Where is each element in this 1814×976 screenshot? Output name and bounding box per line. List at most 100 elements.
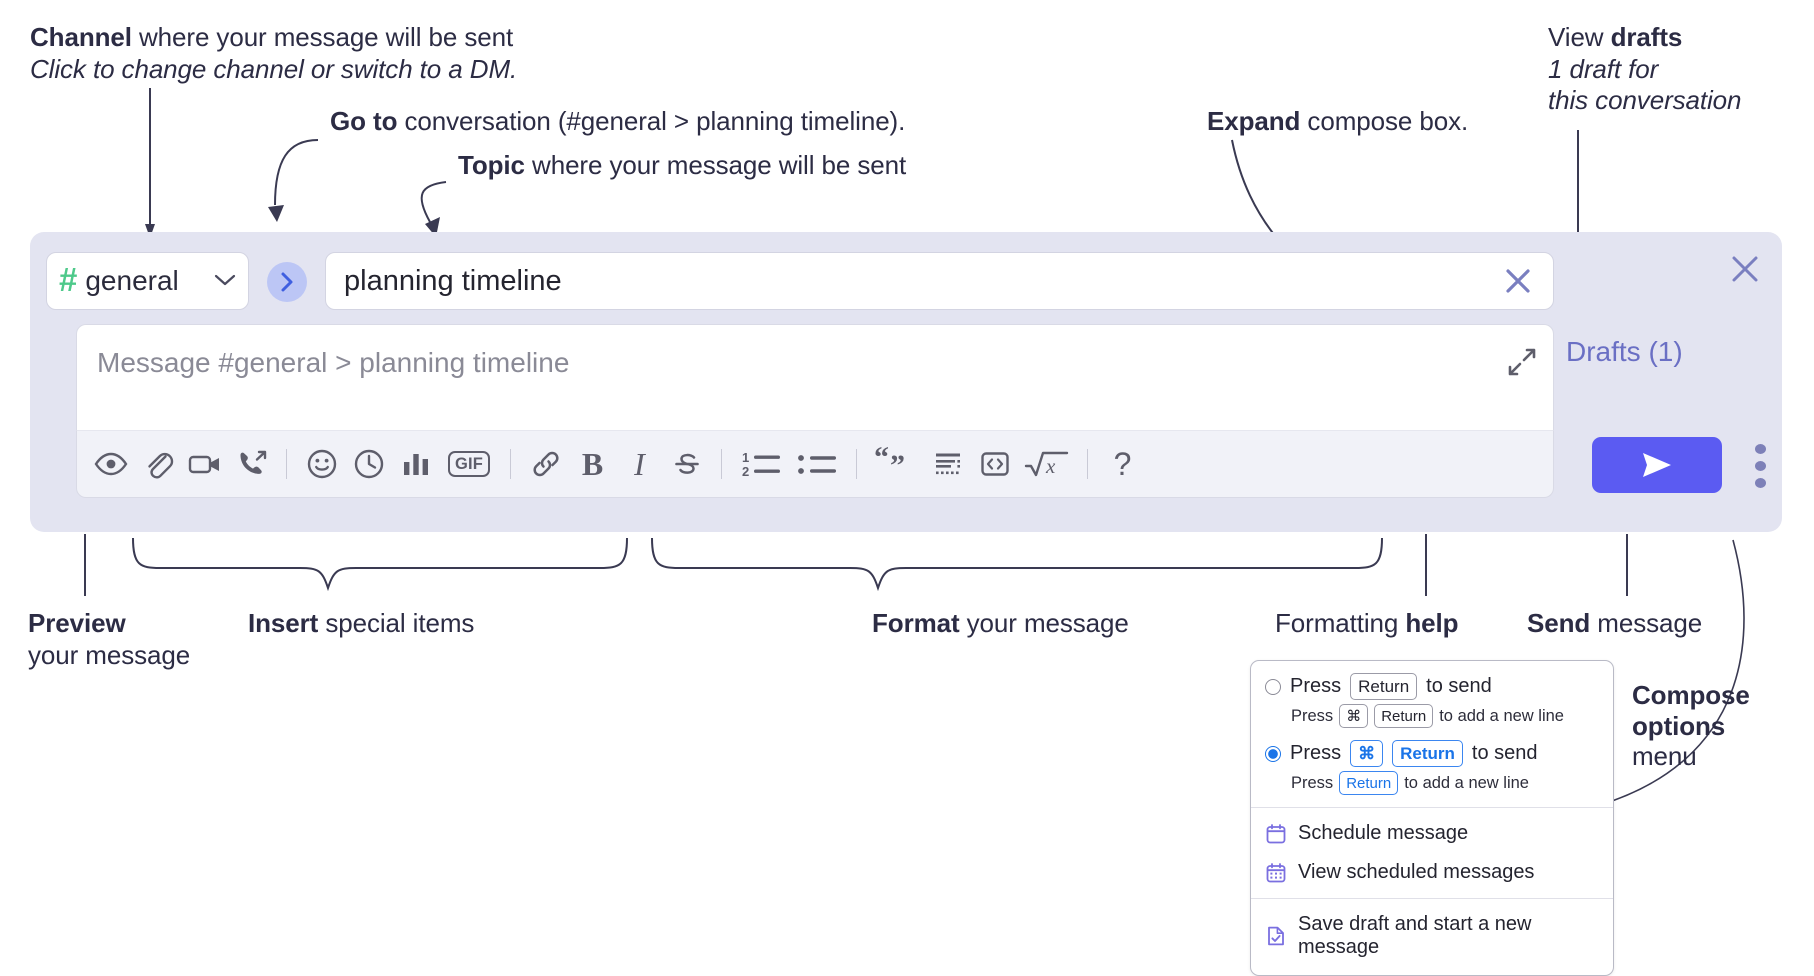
link-icon[interactable] <box>522 441 569 488</box>
radio-sub-return-to-send: Press ⌘ Return to add a new line <box>1291 704 1599 728</box>
menu-divider <box>1251 807 1613 808</box>
formatting-toolbar: GIF B I <box>76 430 1554 498</box>
preview-icon[interactable] <box>87 441 134 488</box>
italic-label: I <box>634 446 645 482</box>
radio-label-post: to send <box>1426 675 1492 697</box>
close-compose-icon[interactable] <box>1728 252 1762 291</box>
go-to-conversation-button[interactable] <box>267 262 307 302</box>
annotation-expand-bold: Expand <box>1207 106 1301 136</box>
svg-text:“: “ <box>874 447 889 474</box>
strikethrough-icon[interactable] <box>663 441 710 488</box>
annotation-format-rest: your message <box>959 608 1129 638</box>
annotation-topic: Topic where your message will be sent <box>458 150 906 182</box>
annotation-drafts: View drafts 1 draft for this conversatio… <box>1548 22 1742 117</box>
code-snippet-icon[interactable] <box>971 441 1018 488</box>
annotation-drafts-line1: 1 draft for <box>1548 53 1659 84</box>
calendar-grid-icon <box>1265 862 1287 884</box>
reminder-clock-icon[interactable] <box>345 441 392 488</box>
sub-label-post: to add a new line <box>1439 706 1564 725</box>
key-return: Return <box>1339 771 1399 795</box>
sub-label-pre: Press <box>1291 706 1334 725</box>
message-input-box[interactable]: Message #general > planning timeline <box>76 324 1554 430</box>
bold-label: B <box>581 446 604 482</box>
channel-selector[interactable]: # general <box>46 252 249 310</box>
annotation-send: Send message <box>1527 608 1702 640</box>
help-icon[interactable]: ? <box>1099 441 1146 488</box>
annotation-compose-options-line1: Compose <box>1632 680 1750 710</box>
key-command: ⌘ <box>1339 704 1369 728</box>
send-button[interactable] <box>1592 437 1722 493</box>
calendar-schedule-icon <box>1265 823 1287 845</box>
svg-text:”: ” <box>890 449 905 481</box>
compose-options-menu: Press Return to send Press ⌘ Return to a… <box>1250 660 1614 976</box>
key-return: Return <box>1350 673 1418 700</box>
sub-label-post: to add a new line <box>1404 773 1529 792</box>
ordered-list-icon[interactable]: 1 2 <box>733 441 789 488</box>
math-icon[interactable]: x <box>1018 441 1076 488</box>
radio-option-cmd-return-to-send[interactable]: Press ⌘ Return to send <box>1265 740 1599 767</box>
gif-icon[interactable]: GIF <box>439 441 499 488</box>
annotation-channel-italic: Click to change channel or switch to a D… <box>30 53 518 84</box>
radio-button-selected[interactable] <box>1265 745 1281 762</box>
svg-text:2: 2 <box>742 464 749 479</box>
poll-bar-chart-icon[interactable] <box>392 441 439 488</box>
code-block-icon[interactable] <box>924 441 971 488</box>
annotation-compose-options-line2: options <box>1632 710 1726 741</box>
save-draft-icon <box>1265 925 1287 947</box>
bold-icon[interactable]: B <box>569 441 616 488</box>
radio-label-pre: Press <box>1290 675 1342 697</box>
topic-input-row[interactable]: planning timeline <box>325 252 1554 310</box>
menu-item-label: Schedule message <box>1298 822 1469 844</box>
italic-icon[interactable]: I <box>616 441 663 488</box>
menu-item-schedule-message[interactable]: Schedule message <box>1251 814 1613 853</box>
menu-divider <box>1251 898 1613 899</box>
video-icon[interactable] <box>181 441 228 488</box>
gif-label: GIF <box>447 450 491 478</box>
menu-item-view-scheduled-messages[interactable]: View scheduled messages <box>1251 853 1613 892</box>
chevron-right-icon <box>281 272 293 292</box>
annotation-drafts-plain: View <box>1548 22 1611 52</box>
drafts-link[interactable]: Drafts (1) <box>1566 336 1683 367</box>
expand-icon[interactable] <box>1507 347 1537 382</box>
radio-label-post: to send <box>1471 742 1538 764</box>
attachment-icon[interactable] <box>134 441 181 488</box>
sub-label-pre: Press <box>1291 773 1334 792</box>
toolbar-separator <box>1087 449 1088 479</box>
annotation-format-bold: Format <box>872 608 960 638</box>
compose-panel: # general planning timeline <box>30 232 1782 532</box>
annotation-goto-rest: conversation (#general > planning timeli… <box>397 106 906 136</box>
radio-option-return-to-send[interactable]: Press Return to send <box>1265 673 1599 700</box>
svg-text:x: x <box>1045 454 1056 478</box>
key-return: Return <box>1392 740 1463 767</box>
radio-button[interactable] <box>1265 678 1281 695</box>
key-return: Return <box>1374 704 1434 728</box>
svg-text:1: 1 <box>742 450 749 465</box>
annotation-expand: Expand compose box. <box>1207 106 1468 138</box>
emoji-icon[interactable] <box>298 441 345 488</box>
annotated-slack-compose-diagram: Channel where your message will be sent … <box>28 22 1782 976</box>
audio-call-icon[interactable] <box>228 441 275 488</box>
annotation-preview: Preview your message <box>28 608 190 671</box>
topic-input[interactable]: planning timeline <box>344 264 562 297</box>
blockquote-icon[interactable]: “ ” <box>868 441 924 488</box>
send-icon <box>1643 453 1671 477</box>
annotation-channel: Channel where your message will be sent … <box>30 22 517 85</box>
kebab-dot <box>1754 461 1766 471</box>
annotation-drafts-bold: drafts <box>1610 22 1683 52</box>
annotation-help-bold: help <box>1405 608 1459 638</box>
compose-options-button[interactable] <box>1747 444 1773 488</box>
annotation-send-rest: message <box>1590 608 1703 638</box>
annotation-compose-options-line3: menu <box>1632 741 1697 772</box>
clear-topic-icon[interactable] <box>1483 264 1553 298</box>
menu-item-save-draft[interactable]: Save draft and start a new message <box>1251 905 1613 967</box>
toolbar-separator <box>510 449 511 479</box>
annotation-insert-rest: special items <box>318 608 475 638</box>
annotation-help-plain: Formatting <box>1275 608 1406 638</box>
annotation-insert-bold: Insert <box>248 608 319 638</box>
chevron-down-icon <box>214 273 236 290</box>
annotation-compose-options: Compose options menu <box>1632 680 1750 772</box>
bulleted-list-icon[interactable] <box>789 441 845 488</box>
annotation-goto: Go to conversation (#general > planning … <box>330 106 905 138</box>
send-behavior-radio-group: Press Return to send Press ⌘ Return to a… <box>1251 661 1613 807</box>
annotation-expand-rest: compose box. <box>1300 106 1469 136</box>
